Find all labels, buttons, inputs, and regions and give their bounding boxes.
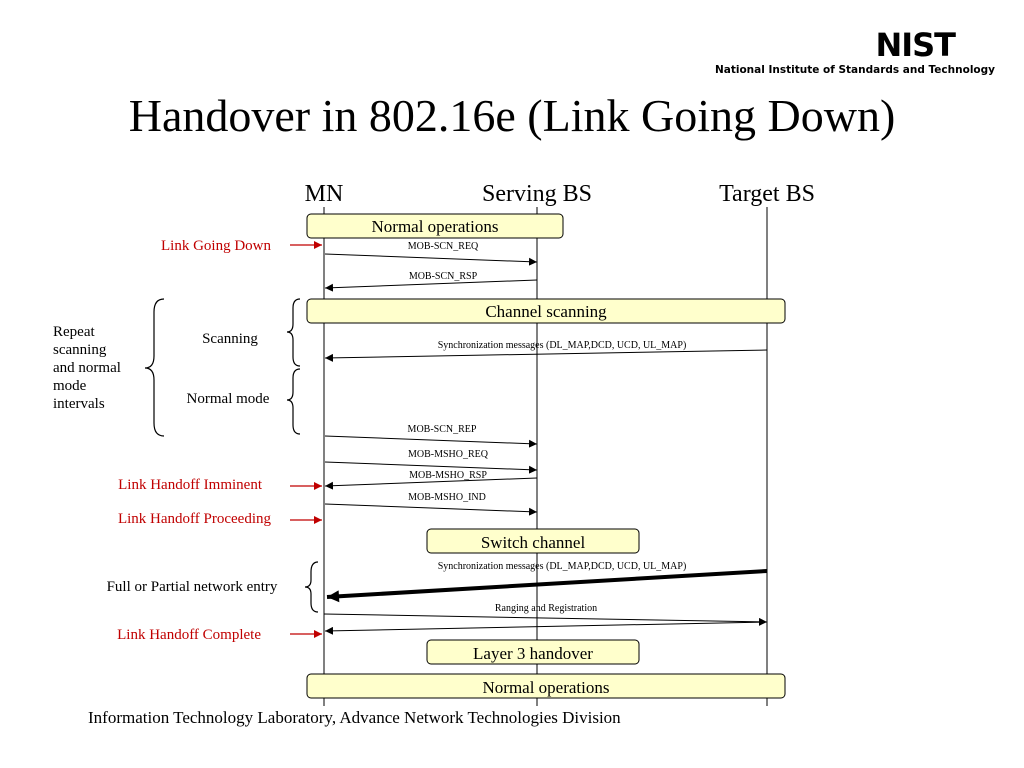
event-link-handoff-complete: Link Handoff Complete [117,627,322,643]
nist-logo-subtitle: National Institute of Standards and Tech… [715,64,995,76]
message-scn-rsp: MOB-SCN_RSP [324,271,538,292]
message-label: Synchronization messages (DL_MAP,DCD, UC… [438,340,687,351]
box-label: Layer 3 handover [473,644,593,663]
slide-title: Handover in 802.16e (Link Going Down) [128,90,896,141]
nist-logo-wordmark: NIST [875,26,956,64]
brace-normal-mode [286,368,301,435]
brace-scanning [286,298,301,367]
message-label: MOB-MSHO_REQ [408,449,489,460]
box-switch-channel: Switch channel [426,528,640,554]
entity-target-bs: Target BS [719,181,815,207]
message-label: Ranging and Registration [495,603,597,614]
label-network-entry: Full or Partial network entry [107,579,278,595]
repeat-line: Repeat [53,324,95,340]
event-label: Link Going Down [161,238,271,254]
repeat-line: scanning [53,342,107,358]
event-label: Link Handoff Complete [117,627,261,643]
event-link-handoff-imminent: Link Handoff Imminent [118,477,322,493]
repeat-line: mode [53,378,87,394]
box-normal-operations-top: Normal operations [306,213,564,239]
message-label: Synchronization messages (DL_MAP,DCD, UC… [438,561,687,572]
box-label: Normal operations [372,217,499,236]
label-repeat-intervals: Repeat scanning and normal mode interval… [53,324,125,412]
message-scn-req: MOB-SCN_REQ [324,241,538,266]
repeat-line: and normal [53,360,121,376]
message-label: MOB-MSHO_IND [408,492,486,503]
message-sync-network-entry: Synchronization messages (DL_MAP,DCD, UC… [326,561,768,603]
box-label: Switch channel [481,533,586,552]
message-scn-rep: MOB-SCN_REP [324,424,538,448]
nist-logo: NIST National Institute of Standards and… [715,26,995,76]
entity-serving-bs: Serving BS [482,181,592,207]
box-label: Normal operations [483,678,610,697]
message-label: MOB-SCN_RSP [409,271,478,282]
event-link-going-down: Link Going Down [161,238,322,254]
repeat-line: intervals [53,396,105,412]
event-label: Link Handoff Proceeding [118,511,272,527]
message-label: MOB-MSHO_RSP [409,470,487,481]
message-msho-rsp: MOB-MSHO_RSP [324,470,538,490]
box-label: Channel scanning [485,302,607,321]
brace-repeat [144,298,165,437]
label-normal-mode: Normal mode [187,391,270,407]
message-sync-scanning: Synchronization messages (DL_MAP,DCD, UC… [324,340,768,362]
entity-mn: MN [305,181,344,207]
svg-text:Repeat scanning an: Repeat scanning and normal mode interval… [53,324,125,412]
brace-network-entry [304,561,319,613]
label-scanning: Scanning [202,331,258,347]
message-msho-ind: MOB-MSHO_IND [324,492,538,516]
event-link-handoff-proceeding: Link Handoff Proceeding [118,511,322,527]
slide-footer: Information Technology Laboratory, Advan… [88,708,621,727]
message-label: MOB-SCN_REP [408,424,477,435]
message-msho-req: MOB-MSHO_REQ [324,449,538,474]
event-label: Link Handoff Imminent [118,477,263,493]
box-channel-scanning: Channel scanning [306,298,786,324]
message-ranging-registration: Ranging and Registration [323,603,768,635]
box-layer-3-handover: Layer 3 handover [426,639,640,665]
box-normal-operations-bottom: Normal operations [306,673,786,699]
message-label: MOB-SCN_REQ [408,241,479,252]
